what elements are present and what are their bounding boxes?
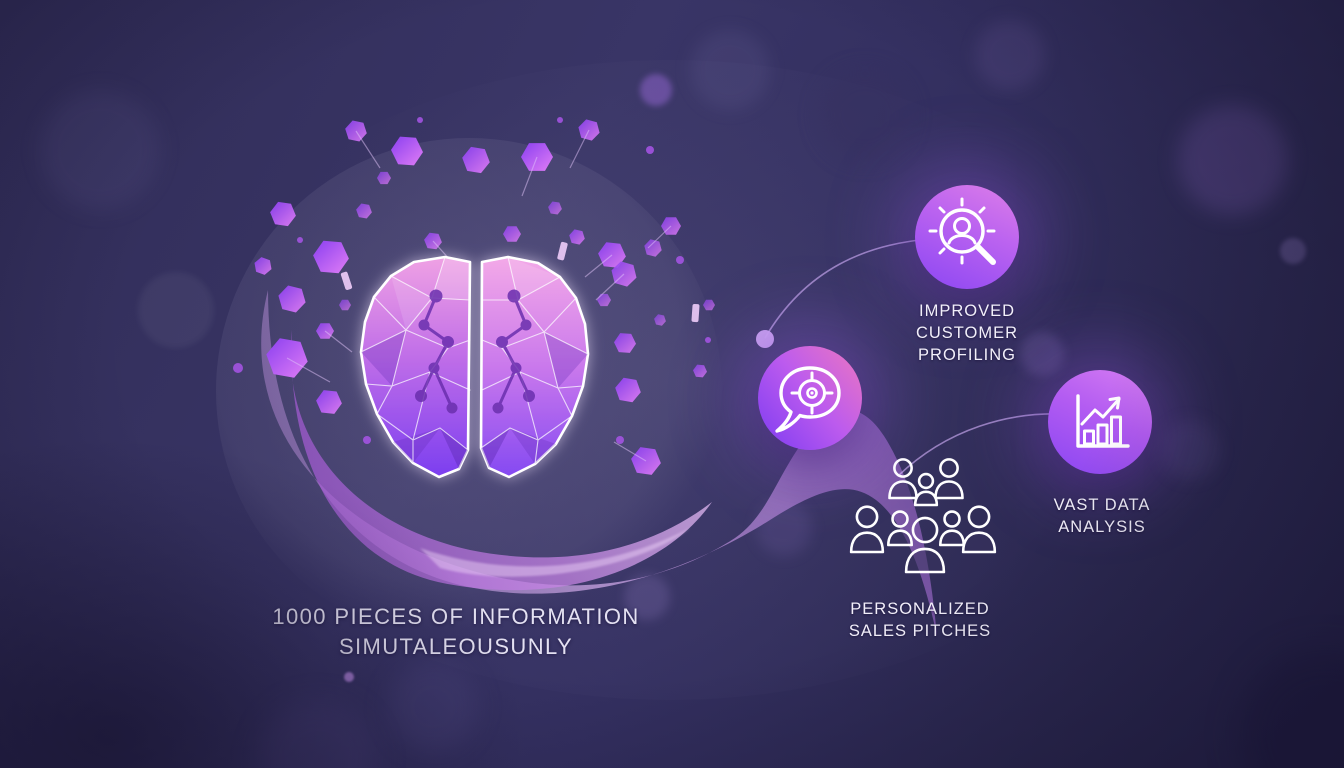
infographic-canvas: IMPROVED CUSTOMER PROFILING VAST DATA AN… xyxy=(0,0,1344,768)
corner-shadow-overlay xyxy=(0,0,1344,768)
